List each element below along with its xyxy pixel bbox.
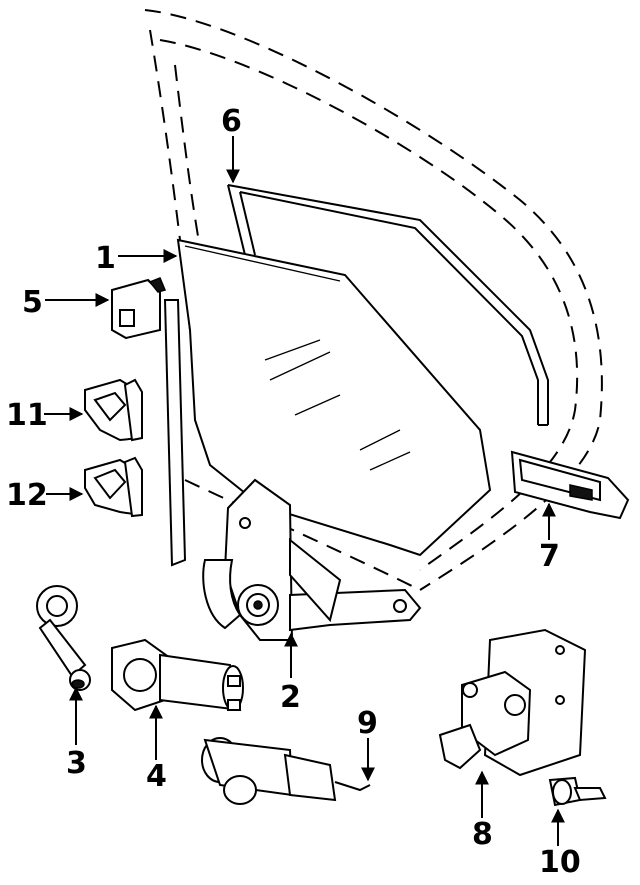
- door-glass-part: [176, 238, 492, 557]
- lock-actuator-part: [201, 737, 371, 805]
- window-regulator-part: [202, 478, 422, 641]
- callout-10: 10: [539, 845, 581, 880]
- glass-run-strip: [163, 299, 187, 567]
- callout-1: 1: [95, 241, 116, 276]
- stop-part: [111, 277, 167, 340]
- callout-3: 3: [66, 746, 87, 781]
- door-latch-part: [438, 628, 587, 777]
- clip-part-11: [84, 378, 143, 442]
- callout-4: 4: [146, 759, 167, 794]
- bolt-part: [548, 776, 607, 807]
- callout-7: 7: [539, 539, 560, 574]
- callout-5: 5: [22, 285, 43, 320]
- door-handle-part: [510, 450, 630, 520]
- callout-2: 2: [280, 680, 301, 715]
- callout-6: 6: [221, 104, 242, 139]
- callout-9: 9: [357, 706, 378, 741]
- window-crank-part: [36, 585, 91, 691]
- callout-11: 11: [6, 398, 48, 433]
- leader-lines: [44, 136, 565, 846]
- run-channel-part: [227, 184, 549, 426]
- clip-part-12: [84, 456, 143, 518]
- callout-labels: 1 2 3 4 5 6 7 8 9 10 11 12: [6, 104, 581, 880]
- callout-12: 12: [6, 478, 48, 513]
- window-motor-part: [111, 638, 244, 712]
- callout-8: 8: [472, 817, 493, 852]
